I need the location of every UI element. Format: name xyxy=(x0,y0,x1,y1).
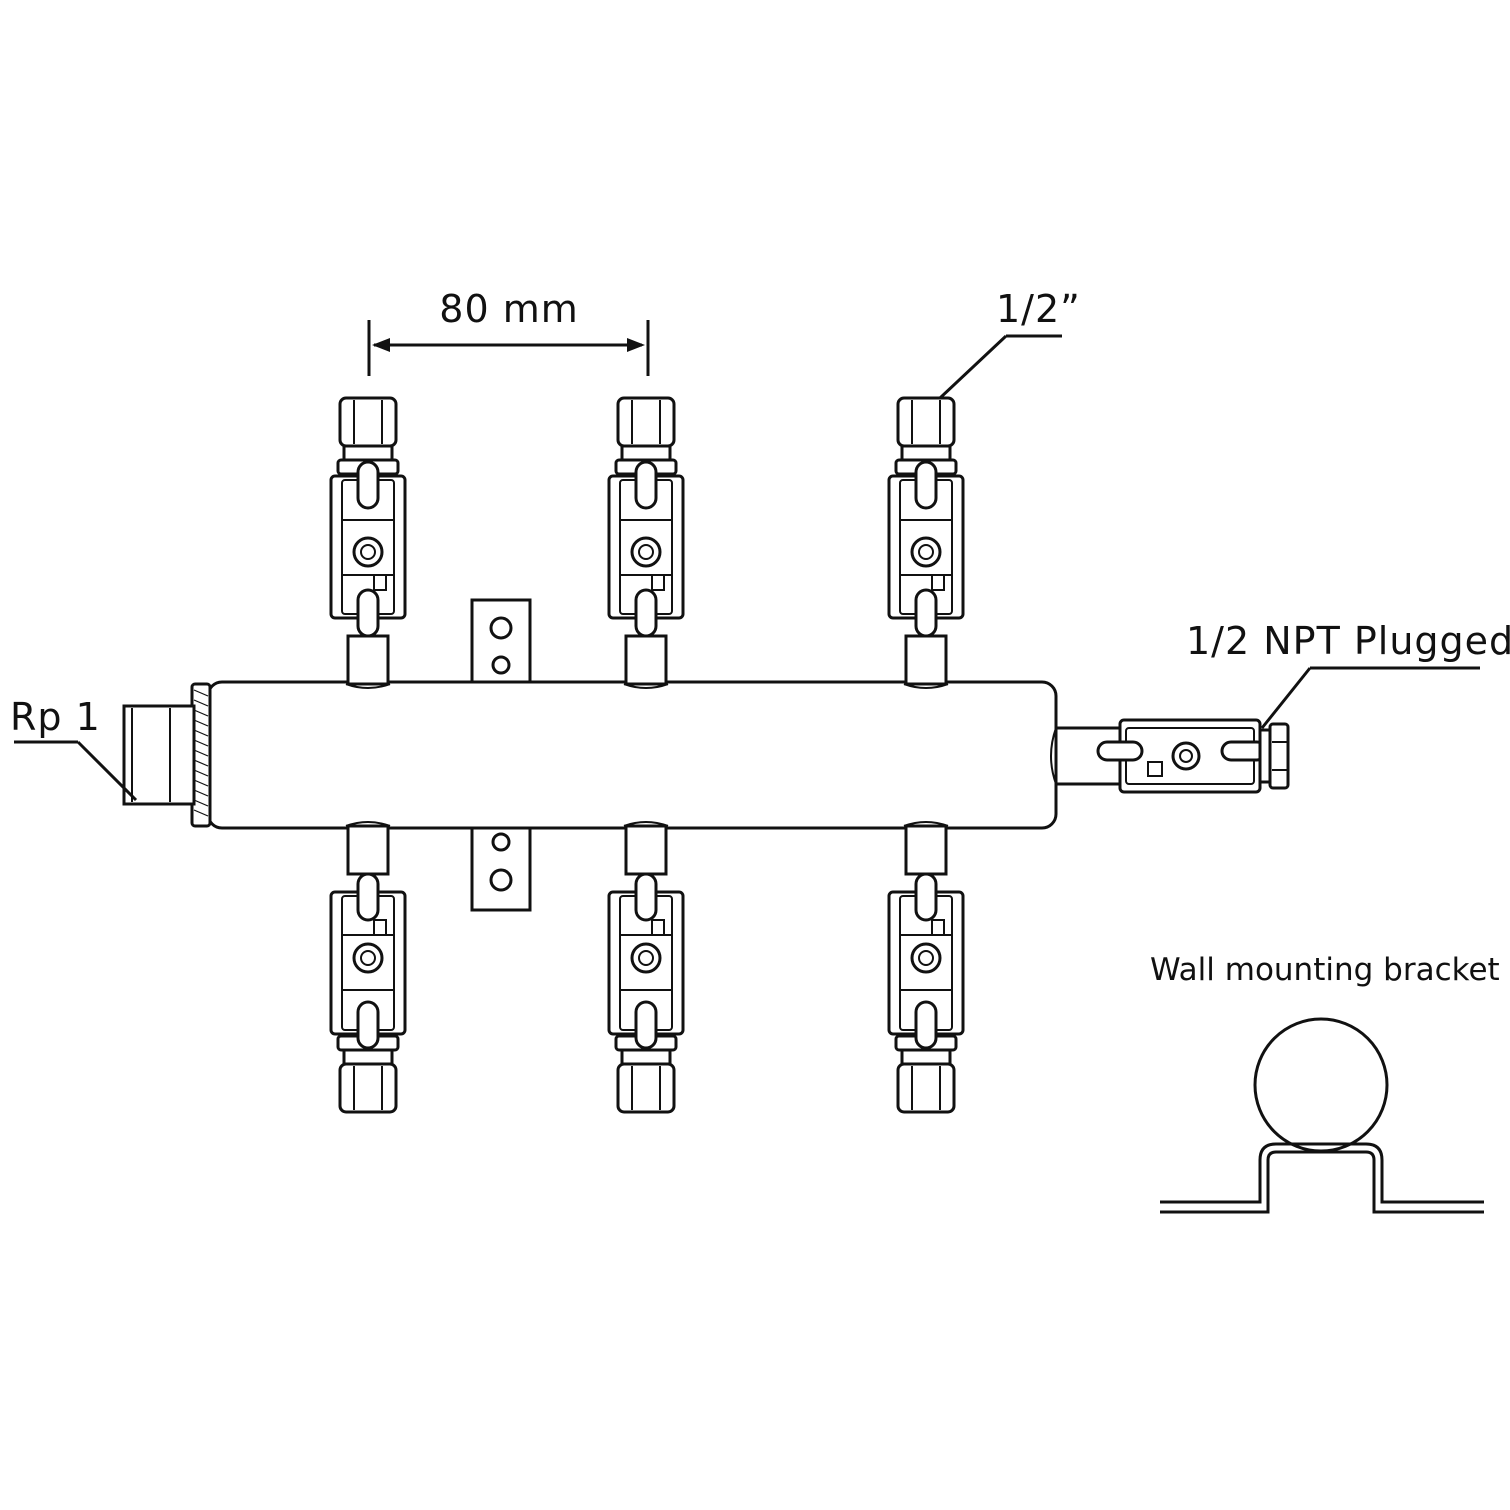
header-pipe-body xyxy=(206,680,1058,830)
end-valve xyxy=(1054,718,1290,794)
bracket-plate-bottom xyxy=(470,826,532,912)
inlet-callout: Rp 1 xyxy=(10,695,138,802)
end-plug-callout: 1/2 NPT Plugged xyxy=(1186,619,1510,729)
bracket-label: Wall mounting bracket xyxy=(1150,952,1500,988)
valve-top-2 xyxy=(607,396,685,690)
bracket-profile-inner xyxy=(1160,1142,1484,1204)
bracket-profile-outer xyxy=(1160,1150,1484,1214)
valve-bottom-3 xyxy=(887,820,965,1114)
outlet-size-callout: 1/2” xyxy=(938,287,1081,400)
end-plug-label: 1/2 NPT Plugged xyxy=(1186,619,1510,663)
spacing-label: 80 mm xyxy=(439,287,578,331)
header-pipe xyxy=(122,680,1058,830)
end-plug xyxy=(1268,722,1290,790)
valve-top-1 xyxy=(329,396,407,690)
dimension-80mm: 80 mm xyxy=(367,287,650,376)
bracket-pipe-section xyxy=(1253,1017,1389,1153)
wall-bracket-detail: Wall mounting bracket xyxy=(1150,952,1500,1214)
valve-top-3 xyxy=(887,396,965,690)
valve-bottom-1 xyxy=(329,820,407,1114)
valve-bottom-2 xyxy=(607,820,685,1114)
bracket-plate-top xyxy=(470,598,532,684)
inlet-label: Rp 1 xyxy=(10,695,101,739)
inlet-thread xyxy=(122,704,196,806)
outlet-size-label: 1/2” xyxy=(996,287,1081,331)
